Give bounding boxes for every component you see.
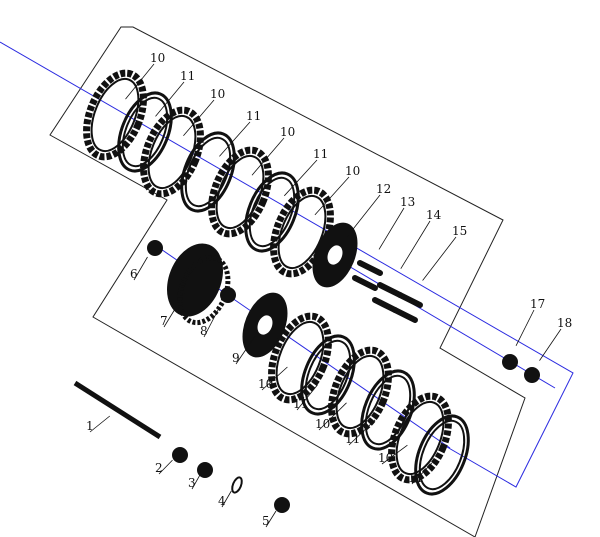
part-o-ring [231,476,243,494]
callout-label-11: 11 [293,397,308,411]
part-gear-plate [328,346,392,438]
assembly-outline [49,26,526,537]
leader-line [183,99,215,137]
callout-label-9: 9 [232,351,240,365]
part-friction-plate [180,131,236,213]
leader-line [203,306,220,338]
part-nut [524,367,540,383]
callout-label-1: 1 [86,419,94,433]
callout-label-12: 12 [376,182,391,196]
callout-label-17: 17 [530,297,545,311]
part-gear-plate [268,312,332,404]
callout-label-15: 15 [452,224,467,238]
leader-line [314,176,350,216]
leader-line [235,335,256,365]
part-clutch-hub [242,292,288,358]
callout-label-18: 18 [557,316,572,330]
callout-label-5: 5 [262,514,270,528]
callout-label-14: 14 [426,208,442,222]
part-bolt [392,292,423,323]
callout-label-4: 4 [218,494,226,508]
leader-line [89,415,111,433]
leader-line [219,121,251,157]
leader-line [318,402,347,431]
callout-label-10: 10 [315,417,330,431]
callout-label-2: 2 [155,461,163,475]
part-friction-plate [300,334,356,416]
callout-label-11: 11 [345,432,360,446]
part-push-rod [73,380,162,440]
part-pin [197,462,213,478]
part-push-piece [172,447,188,463]
callout-label-11: 11 [246,109,261,123]
leader-line [381,444,408,465]
leader-line [378,207,405,250]
part-gear-plate [140,106,204,198]
part-bearing [274,497,290,513]
callout-label-6: 6 [130,267,138,281]
callout-label-10: 10 [150,51,165,65]
callout-label-3: 3 [188,476,196,490]
callout-label-11: 11 [313,147,328,161]
part-spring [372,282,403,313]
callout-label-10: 10 [280,125,295,139]
leader-line [422,236,457,281]
leader-line [221,490,232,508]
leader-line [515,309,535,346]
blue-axis-line-right [329,254,556,389]
part-friction-plate [360,369,416,451]
callout-label-7: 7 [160,314,168,328]
leader-line [296,384,318,411]
part-bushing [147,240,163,256]
callout-label-8: 8 [200,324,208,338]
leader-line [348,419,376,446]
callout-label-10: 10 [345,164,360,178]
leader-line [163,293,185,328]
part-washer [502,354,518,370]
leader-line [125,63,155,100]
part-gear-plate [388,392,452,484]
part-collar [220,287,236,303]
callout-label-13: 13 [400,195,415,209]
leader-line [411,462,433,485]
part-friction-plate [117,91,173,173]
callout-label-10: 10 [258,377,273,391]
leader-line [251,137,285,176]
part-spring [352,260,383,291]
part-gear-plate [208,146,272,238]
callout-label-10: 10 [378,451,393,465]
leader-line [539,328,562,361]
leader-line [400,220,431,269]
part-friction-plate [414,414,470,496]
leader-line [346,194,381,237]
part-friction-plate [244,171,300,253]
callout-label-10: 10 [210,87,225,101]
leader-line [155,81,185,117]
leader-line [265,510,277,528]
leader-line [191,474,201,490]
callout-label-11: 11 [408,471,423,485]
leader-line [284,159,318,197]
leader-line [158,459,173,475]
part-clutch-housing [167,243,231,326]
part-pressure-plate [312,222,358,288]
leader-line [133,256,148,281]
part-gear-plate [83,69,147,161]
callout-label-11: 11 [180,69,195,83]
leader-line [261,366,288,391]
